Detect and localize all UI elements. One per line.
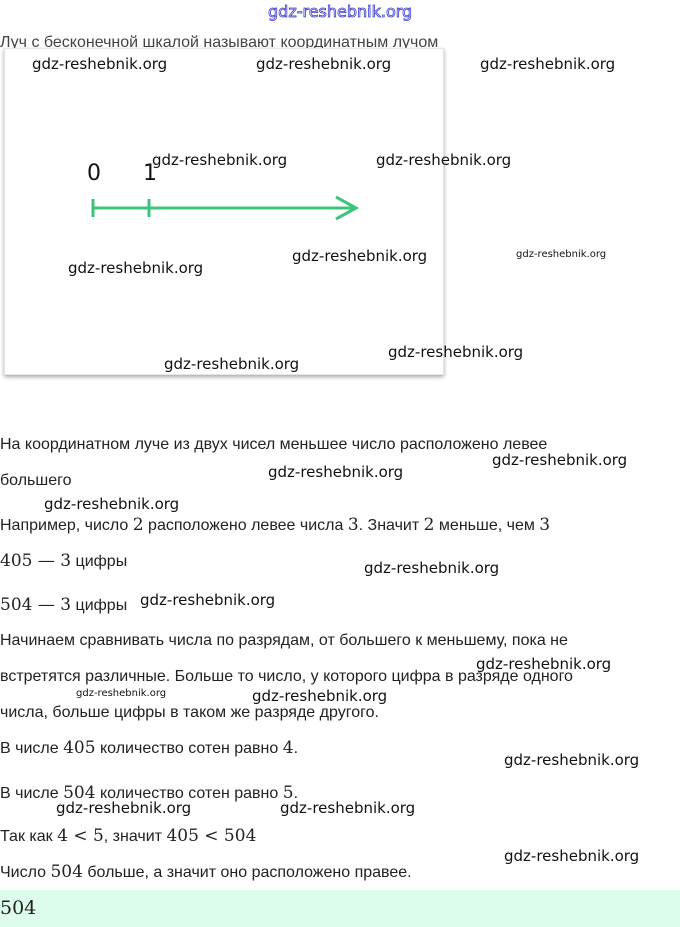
intro-text: Луч с бесконечной шкалой называют коорди… bbox=[0, 34, 439, 51]
number-line-figure: 0 1 bbox=[4, 48, 444, 375]
watermark: gdz-reshebnik.org bbox=[140, 591, 276, 609]
header-watermark: gdz-reshebnik.org bbox=[268, 2, 413, 22]
text: . bbox=[293, 785, 299, 802]
answer-value: 504 bbox=[0, 897, 37, 919]
tick-label-0: 0 bbox=[87, 161, 101, 186]
math: 504 — 3 bbox=[0, 595, 72, 615]
text: расположено левее числа bbox=[143, 517, 348, 534]
rule-line-2: большего bbox=[0, 472, 72, 489]
text: , значит bbox=[103, 828, 167, 845]
watermark: gdz-reshebnik.org bbox=[68, 259, 204, 277]
watermark: gdz-reshebnik.org bbox=[504, 847, 640, 865]
method-line-1: Начинаем сравнивать числа по разрядам, о… bbox=[0, 632, 568, 649]
text: В числе bbox=[0, 740, 64, 757]
math: 405 < 504 bbox=[166, 826, 257, 846]
text: Число bbox=[0, 864, 51, 881]
watermark: gdz-reshebnik.org bbox=[164, 355, 300, 373]
math: 405 — 3 bbox=[0, 551, 72, 571]
math: 4 bbox=[282, 738, 294, 758]
digits-504-line: 504 — 3 цифры bbox=[0, 595, 127, 616]
watermark: gdz-reshebnik.org bbox=[480, 55, 616, 73]
watermark: gdz-reshebnik.org bbox=[376, 151, 512, 169]
watermark: gdz-reshebnik.org bbox=[44, 495, 180, 513]
watermark: gdz-reshebnik.org bbox=[76, 688, 167, 699]
watermark: gdz-reshebnik.org bbox=[388, 343, 524, 361]
math: 4 < 5 bbox=[57, 826, 104, 846]
text: . Значит bbox=[358, 517, 424, 534]
watermark: gdz-reshebnik.org bbox=[476, 655, 612, 673]
text: . bbox=[293, 740, 299, 757]
hundreds-504-line: В числе 504 количество сотен равно 5. bbox=[0, 783, 298, 804]
watermark: gdz-reshebnik.org bbox=[252, 687, 388, 705]
digits-405-line: 405 — 3 цифры bbox=[0, 551, 127, 572]
watermark: gdz-reshebnik.org bbox=[152, 151, 288, 169]
answer-box: 504 bbox=[0, 890, 680, 927]
coordinate-ray bbox=[91, 195, 360, 221]
watermark: gdz-reshebnik.org bbox=[292, 247, 428, 265]
text: Так как bbox=[0, 828, 58, 845]
text: меньше, чем bbox=[434, 517, 540, 534]
method-line-3: числа, больше цифры в таком же разряде д… bbox=[0, 704, 379, 721]
text: количество сотен равно bbox=[95, 785, 283, 802]
watermark: gdz-reshebnik.org bbox=[364, 559, 500, 577]
watermark: gdz-reshebnik.org bbox=[504, 751, 640, 769]
text: В числе bbox=[0, 785, 64, 802]
watermark: gdz-reshebnik.org bbox=[492, 451, 628, 469]
text: цифры bbox=[71, 597, 128, 614]
math: 3 bbox=[347, 515, 359, 535]
final-line: Число 504 больше, а значит оно расположе… bbox=[0, 862, 412, 883]
text: количество сотен равно bbox=[95, 740, 283, 757]
watermark: gdz-reshebnik.org bbox=[256, 55, 392, 73]
method-line-2: встретятся различные. Больше то число, у… bbox=[0, 668, 573, 685]
math: 504 bbox=[63, 783, 96, 803]
watermark: gdz-reshebnik.org bbox=[268, 463, 404, 481]
text: цифры bbox=[71, 553, 128, 570]
tick-label-1: 1 bbox=[143, 161, 157, 186]
compare-line: Так как 4 < 5, значит 405 < 504 bbox=[0, 826, 256, 847]
math: 504 bbox=[50, 862, 83, 882]
rule-line-1: На координатном луче из двух чисел меньш… bbox=[0, 436, 548, 453]
math: 2 bbox=[423, 515, 435, 535]
example-line: Например, число 2 расположено левее числ… bbox=[0, 515, 550, 536]
math: 3 bbox=[539, 515, 551, 535]
math: 5 bbox=[282, 783, 294, 803]
watermark: gdz-reshebnik.org bbox=[32, 55, 168, 73]
text: Например, число bbox=[0, 517, 133, 534]
arrow-head-icon bbox=[335, 195, 360, 221]
watermark: gdz-reshebnik.org bbox=[516, 249, 607, 260]
text: больше, а значит оно расположено правее. bbox=[82, 864, 412, 881]
math: 405 bbox=[63, 738, 96, 758]
watermark: gdz-reshebnik.org bbox=[56, 799, 192, 817]
math: 2 bbox=[132, 515, 144, 535]
watermark: gdz-reshebnik.org bbox=[280, 799, 416, 817]
hundreds-405-line: В числе 405 количество сотен равно 4. bbox=[0, 738, 298, 759]
